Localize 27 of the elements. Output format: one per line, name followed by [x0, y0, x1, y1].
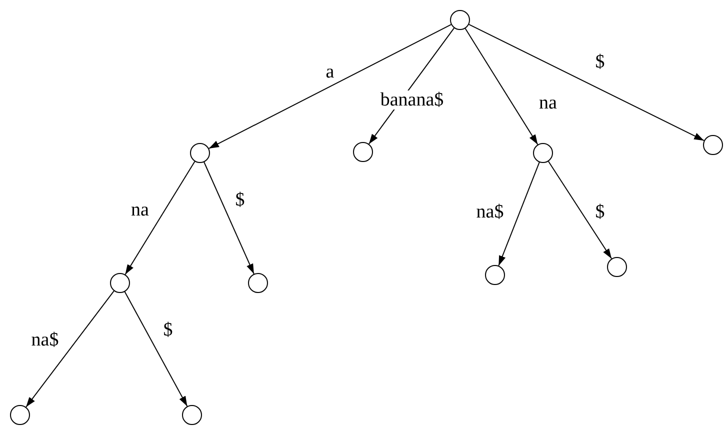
- edge-label: $: [163, 320, 173, 340]
- tree-node-circle: [182, 405, 202, 425]
- tree-node-circle: [533, 143, 553, 163]
- edge-label: banana$: [380, 90, 444, 110]
- arrow: [124, 161, 196, 275]
- arrow: [464, 28, 538, 146]
- arrow: [468, 24, 705, 142]
- tree-node-circle: [10, 405, 30, 425]
- tree-node-circle: [450, 10, 470, 30]
- tree-node-circle: [248, 273, 268, 293]
- edge-label: na$: [476, 202, 504, 222]
- arrow: [498, 162, 540, 266]
- edge-label: $: [595, 202, 605, 222]
- tree-node-circle: [607, 257, 627, 277]
- edge-label: na$: [31, 330, 59, 350]
- tree-node-circle: [353, 142, 373, 162]
- tree-node-circle: [703, 135, 723, 155]
- tree-node-circle: [110, 273, 130, 293]
- edge-label: $: [595, 52, 605, 72]
- tree-node-circle: [190, 143, 210, 163]
- arrow: [208, 24, 452, 149]
- arrow: [204, 162, 254, 274]
- arrow: [124, 291, 188, 407]
- arrow: [26, 290, 114, 408]
- arrow: [548, 160, 612, 260]
- edge-label: $: [235, 190, 245, 210]
- tree-node-circle: [485, 265, 505, 285]
